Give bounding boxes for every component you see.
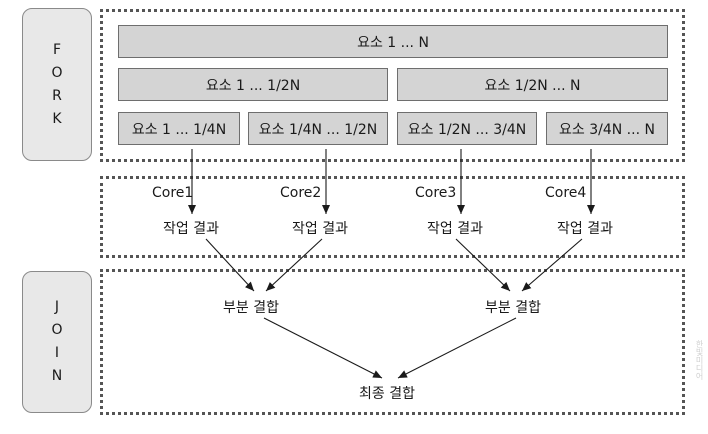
fork-label: FORK [22, 8, 92, 161]
elements-quarter-box: 요소 1/4N ... 1/2N [248, 112, 388, 145]
elements-half-box: 요소 1/2N ... N [397, 68, 668, 101]
elements-quarter-box: 요소 3/4N ... N [546, 112, 668, 145]
elements-quarter-box: 요소 1 ... 1/4N [118, 112, 240, 145]
partial-join-2: 부분 결합 [485, 300, 541, 316]
join-label: JOIN [22, 271, 92, 413]
core1-label: Core1 [152, 185, 194, 201]
final-join: 최종 결합 [359, 386, 415, 402]
arrow-partial2-final [397, 317, 517, 379]
fork-section [100, 9, 685, 162]
core3-label: Core3 [415, 185, 457, 201]
work-result-1: 작업 결과 [163, 221, 219, 237]
work-result-2: 작업 결과 [292, 221, 348, 237]
elements-all-label: 요소 1 ... N [357, 34, 429, 51]
elements-quarter-label: 요소 3/4N ... N [559, 121, 655, 138]
elements-half-label: 요소 1 ... 1/2N [205, 77, 301, 94]
arrow-result2-partial1 [265, 238, 323, 292]
elements-quarter-label: 요소 1 ... 1/4N [131, 121, 227, 138]
fork-label-text: FORK [51, 41, 63, 127]
core-section [100, 176, 685, 258]
elements-all-box: 요소 1 ... N [118, 25, 668, 58]
core2-label: Core2 [280, 185, 322, 201]
join-section [100, 269, 685, 415]
elements-quarter-label: 요소 1/4N ... 1/2N [258, 121, 378, 138]
arrow-result3-partial2 [455, 238, 511, 292]
elements-half-label: 요소 1/2N ... N [484, 77, 581, 94]
arrow-partial1-final [263, 317, 383, 379]
work-result-3: 작업 결과 [427, 221, 483, 237]
core4-label: Core4 [545, 185, 587, 201]
join-label-text: JOIN [51, 299, 63, 384]
partial-join-1: 부분 결합 [223, 300, 279, 316]
elements-half-box: 요소 1 ... 1/2N [118, 68, 388, 101]
elements-quarter-box: 요소 1/2N ... 3/4N [397, 112, 537, 145]
publisher-watermark: 한빛미디어 [695, 340, 704, 380]
work-result-4: 작업 결과 [557, 221, 613, 237]
arrow-result1-partial1 [205, 238, 255, 292]
arrow-result4-partial2 [521, 238, 583, 292]
elements-quarter-label: 요소 1/2N ... 3/4N [407, 121, 527, 138]
